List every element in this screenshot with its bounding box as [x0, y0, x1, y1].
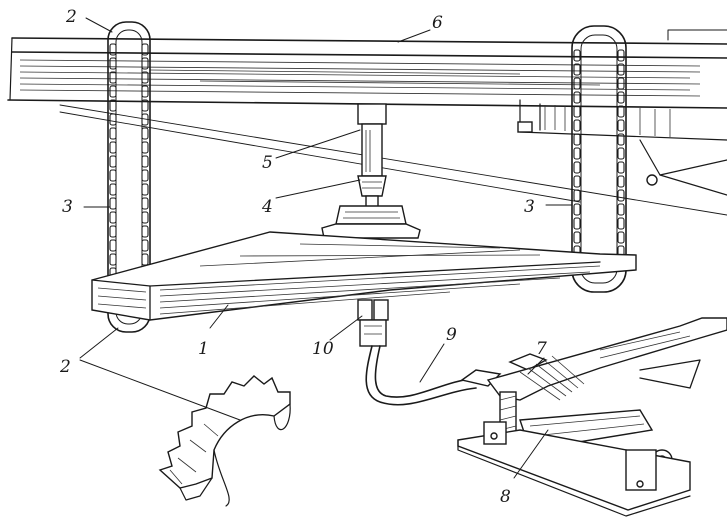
label-2-top: 2 [65, 7, 77, 27]
chain-link [141, 127, 149, 140]
chain-link [141, 239, 149, 252]
chain-link [617, 119, 625, 132]
chain-link [573, 77, 581, 90]
chain-link [109, 225, 117, 238]
label-10: 10 [312, 339, 334, 359]
chain-link [141, 183, 149, 196]
chain-link [617, 49, 625, 62]
chain-link [141, 155, 149, 168]
chain-link [573, 147, 581, 160]
chain-link [573, 175, 581, 188]
label-3-left: 3 [62, 197, 73, 217]
workpiece-beam [91, 231, 637, 321]
chain-link [141, 43, 149, 56]
chain-link [573, 91, 581, 104]
chain-link [141, 57, 149, 70]
chain-link [109, 85, 117, 98]
chain-link [573, 133, 581, 146]
callout-labels: 2 6 5 4 3 3 1 10 9 7 2 8 [59, 7, 547, 507]
chain-link [141, 253, 149, 266]
chain-link [109, 183, 117, 196]
chain-link [141, 71, 149, 84]
label-1: 1 [198, 339, 209, 359]
label-9: 9 [446, 325, 457, 345]
chain-link [141, 141, 149, 154]
hydraulic-cylinder [357, 103, 387, 209]
label-4: 4 [261, 197, 273, 217]
chain-link [109, 253, 117, 266]
chain-link [109, 43, 117, 56]
chain-link [573, 217, 581, 230]
chain-link [109, 127, 117, 140]
chain-link [617, 231, 625, 244]
chain-link [109, 155, 117, 168]
label-6: 6 [432, 13, 443, 33]
label-7: 7 [536, 339, 547, 359]
chain-link [617, 217, 625, 230]
chain-link [141, 99, 149, 112]
chain-link [573, 49, 581, 62]
chain-link [617, 133, 625, 146]
gear-segment [158, 375, 291, 507]
chain-link [617, 105, 625, 118]
chain-link [573, 105, 581, 118]
clamp-plate [321, 205, 421, 239]
chain-link [109, 71, 117, 84]
label-8: 8 [500, 487, 511, 507]
chain-link [617, 147, 625, 160]
background-frame [59, 29, 727, 216]
chain-link [141, 113, 149, 126]
chain-link [109, 239, 117, 252]
chain-link [109, 197, 117, 210]
leader-lines [79, 17, 573, 479]
chain-link [141, 225, 149, 238]
chain-link [109, 169, 117, 182]
chain-link [141, 197, 149, 210]
chain-link [109, 99, 117, 112]
chain-link [109, 141, 117, 154]
chain-link [617, 203, 625, 216]
chain-link [617, 161, 625, 174]
chain-link [617, 175, 625, 188]
chain-link [617, 63, 625, 76]
chain-link [617, 91, 625, 104]
chain-link [573, 189, 581, 202]
chain-link [573, 119, 581, 132]
hydraulic-hose [365, 345, 477, 406]
chain-link [617, 77, 625, 90]
chain-loop-right [571, 25, 627, 293]
chain-link [109, 57, 117, 70]
chain-link [573, 161, 581, 174]
label-2-bottom: 2 [59, 357, 71, 377]
chain-link [109, 113, 117, 126]
chain-link [573, 63, 581, 76]
sensor-bracket [357, 299, 389, 347]
chain-link [141, 169, 149, 182]
base-plate [457, 421, 691, 517]
label-5: 5 [262, 153, 273, 173]
chain-link [573, 203, 581, 216]
chain-link [109, 211, 117, 224]
chain-link [141, 85, 149, 98]
chain-link [617, 189, 625, 202]
label-3-right: 3 [524, 197, 535, 217]
chain-link [141, 211, 149, 224]
chain-link [573, 231, 581, 244]
